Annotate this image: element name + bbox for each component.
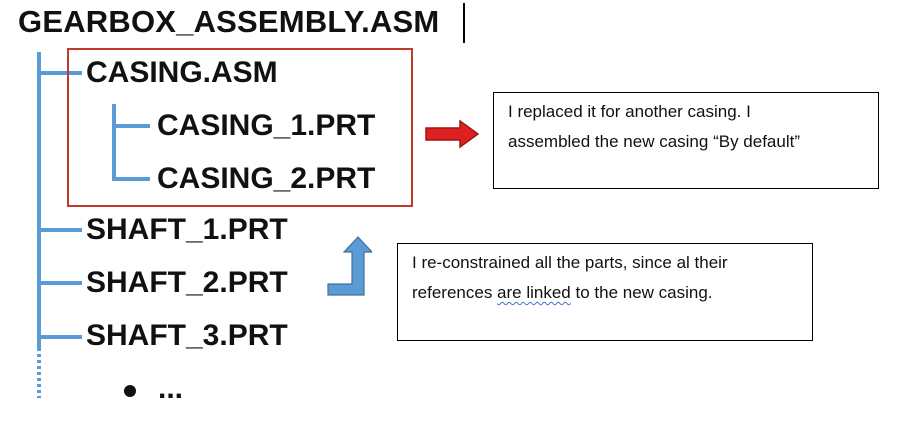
casing-subtree-line <box>112 104 116 180</box>
note-reconstrained-line-1: I re-constrained all the parts, since al… <box>412 253 728 272</box>
casing-highlight-box <box>67 48 413 207</box>
shaft-2-label: SHAFT_2.PRT <box>86 266 288 299</box>
bullet-icon <box>124 385 136 397</box>
branch-shaft-3 <box>37 335 82 339</box>
casing-asm-label: CASING.ASM <box>86 56 278 89</box>
shaft-1-label: SHAFT_1.PRT <box>86 213 288 246</box>
branch-casing-2 <box>112 177 150 181</box>
spellcheck-flagged-text: are linked <box>497 283 571 302</box>
note-replaced-casing: I replaced it for another casing. I asse… <box>493 92 879 189</box>
note-replaced-line-1: I replaced it for another casing. I <box>508 102 751 121</box>
tree-continuation-dotted-line <box>37 348 41 398</box>
arrow-right-icon <box>425 119 480 149</box>
more-items-ellipsis: ... <box>158 372 184 405</box>
branch-shaft-2 <box>37 281 82 285</box>
shaft-3-label: SHAFT_3.PRT <box>86 319 288 352</box>
casing-2-label: CASING_2.PRT <box>157 162 376 195</box>
branch-casing-1 <box>112 124 150 128</box>
root-assembly-label: GEARBOX_ASSEMBLY.ASM <box>18 4 440 39</box>
note-text-segment: to the new casing. <box>570 283 713 302</box>
note-reconstrained-line-2: references are linked to the new casing. <box>412 278 798 308</box>
branch-casing-asm <box>37 71 82 75</box>
tree-trunk-line <box>37 52 41 348</box>
note-replaced-line-2: assembled the new casing “By default” <box>508 132 800 151</box>
text-cursor <box>463 3 465 43</box>
casing-1-label: CASING_1.PRT <box>157 109 376 142</box>
note-reconstrained-parts: I re-constrained all the parts, since al… <box>397 243 813 341</box>
branch-shaft-1 <box>37 228 82 232</box>
note-text-segment: references <box>412 283 498 302</box>
arrow-bend-up-icon <box>327 236 372 296</box>
